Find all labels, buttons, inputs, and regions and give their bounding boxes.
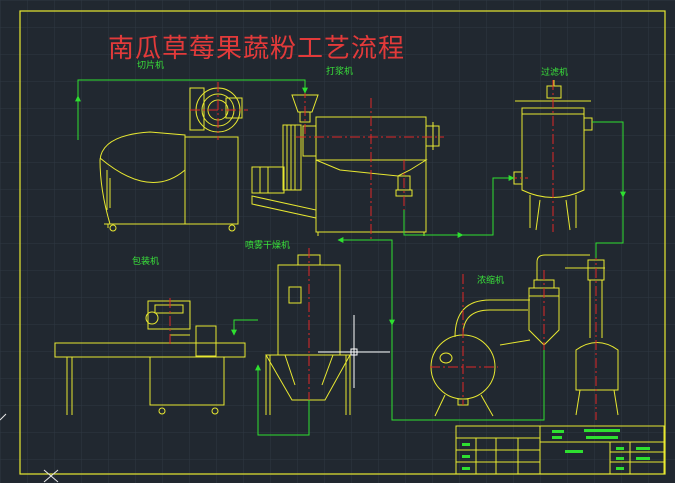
flow-pulper-to-filter — [403, 210, 464, 238]
label-pulper: 打浆机 — [326, 67, 354, 77]
label-cutter: 切片机 — [137, 61, 165, 71]
flow-concentrator-to-dryer — [337, 237, 545, 421]
ucs-icon — [0, 413, 59, 483]
flow-filter-to-concentrator — [592, 121, 626, 198]
flow-pulper-to-filter-2 — [463, 175, 515, 236]
label-concentrator: 浓缩机 — [477, 276, 505, 286]
drawing-frame — [19, 10, 666, 475]
diagram-title: 南瓜草莓果蔬粉工艺流程 — [108, 34, 406, 64]
packer-machine — [54, 300, 246, 415]
crosshair-cursor — [318, 315, 390, 388]
label-spray-dryer: 喷雾干燥机 — [245, 241, 291, 251]
label-packer: 包装机 — [132, 257, 160, 267]
flow-dryer-to-packer — [255, 364, 310, 436]
title-block — [455, 425, 665, 475]
center-lines — [169, 80, 597, 420]
flow-arrows — [75, 79, 626, 436]
label-filter: 过滤机 — [541, 68, 569, 78]
title-block-fill — [462, 429, 650, 470]
spray-dryer-machine — [265, 254, 351, 415]
